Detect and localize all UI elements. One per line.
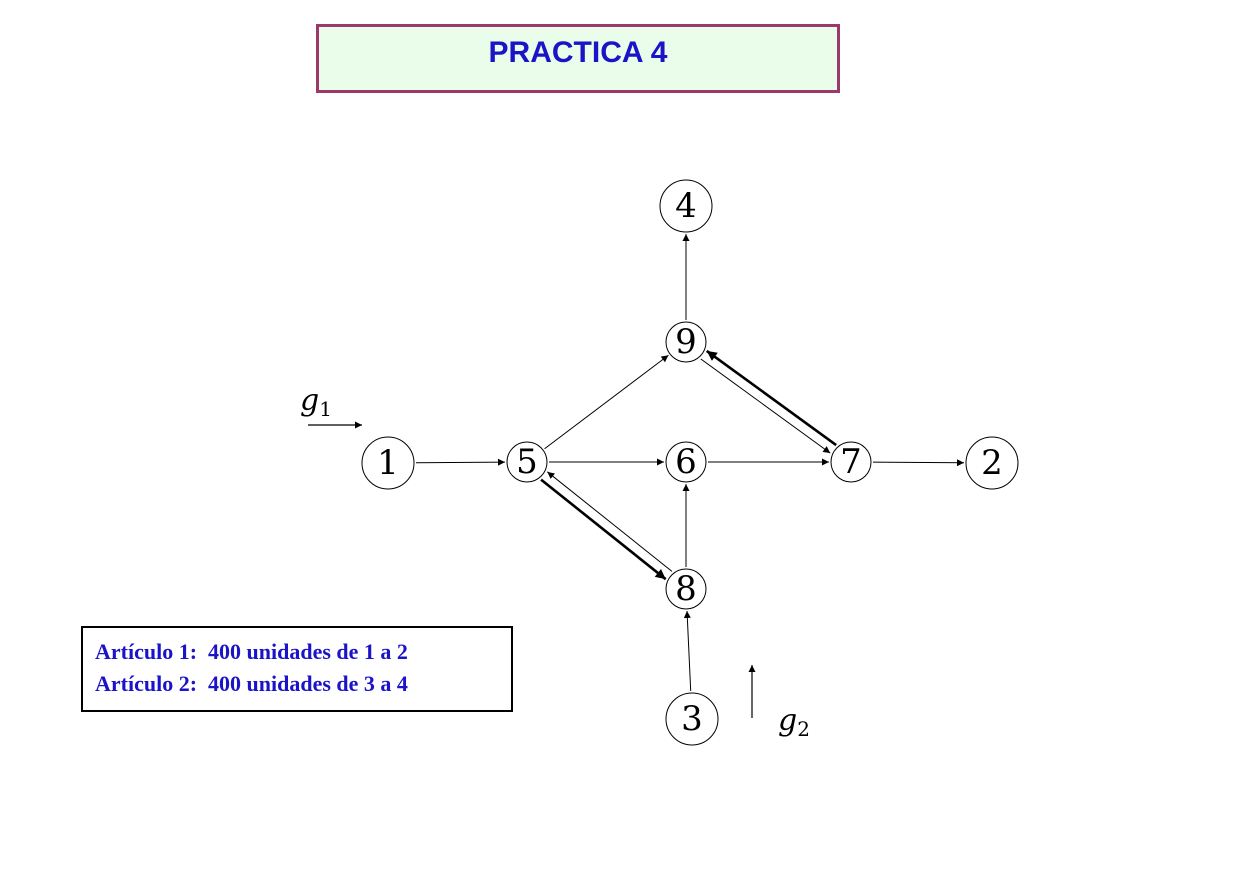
- node-2: 2: [965, 436, 1019, 490]
- legend-item-articulo-1: Artículo 1: 400 unidades de 1 a 2: [95, 639, 408, 664]
- arc-7-9: [705, 349, 837, 447]
- arc-1-5: [415, 458, 506, 466]
- node-4-label: 4: [675, 186, 697, 226]
- node-3-circle: [665, 692, 719, 746]
- flow-g1-label: g1: [300, 383, 332, 421]
- flow-g2-label: g2: [778, 703, 810, 741]
- node-7-circle: [830, 441, 872, 483]
- arc-5-9: [544, 354, 669, 450]
- page-title: PRACTICA 4: [488, 35, 668, 69]
- node-3: 3: [665, 692, 719, 746]
- node-2-label: 2: [981, 443, 1003, 483]
- node-6-circle: [665, 441, 707, 483]
- legend-box: Artículo 1: 400 unidades de 1 a 2 Artícu…: [81, 626, 513, 712]
- node-9-circle: [665, 321, 707, 363]
- node-9-label: 9: [675, 322, 697, 362]
- node-7: 7: [830, 441, 872, 483]
- arc-5-8: [540, 478, 667, 581]
- flow-g2: g2: [748, 665, 810, 741]
- node-5: 5: [506, 441, 548, 483]
- node-7-label: 7: [840, 442, 862, 482]
- node-5-circle: [506, 441, 548, 483]
- arc-7-2: [872, 459, 965, 467]
- node-5-label: 5: [516, 442, 538, 482]
- node-8-label: 8: [675, 569, 697, 609]
- arc-8-5: [546, 471, 673, 572]
- legend-item-articulo-2: Artículo 2: 400 unidades de 3 a 4: [95, 671, 408, 696]
- node-8-circle: [665, 568, 707, 610]
- arcs-layer: [415, 234, 965, 692]
- node-1-label: 1: [377, 443, 399, 483]
- title-box: PRACTICA 4: [316, 24, 840, 93]
- arc-9-7: [700, 358, 831, 454]
- node-8: 8: [665, 568, 707, 610]
- flow-g1: g1: [300, 383, 362, 429]
- node-1: 1: [361, 436, 415, 490]
- arc-3-8: [683, 610, 692, 692]
- node-4-circle: [659, 179, 713, 233]
- node-2-circle: [965, 436, 1019, 490]
- node-6: 6: [665, 441, 707, 483]
- node-4: 4: [659, 179, 713, 233]
- node-1-circle: [361, 436, 415, 490]
- node-9: 9: [665, 321, 707, 363]
- nodes-layer: 1 2 3 4 5 6 7 8 9: [361, 179, 1019, 746]
- node-6-label: 6: [675, 442, 697, 482]
- node-3-label: 3: [681, 699, 703, 739]
